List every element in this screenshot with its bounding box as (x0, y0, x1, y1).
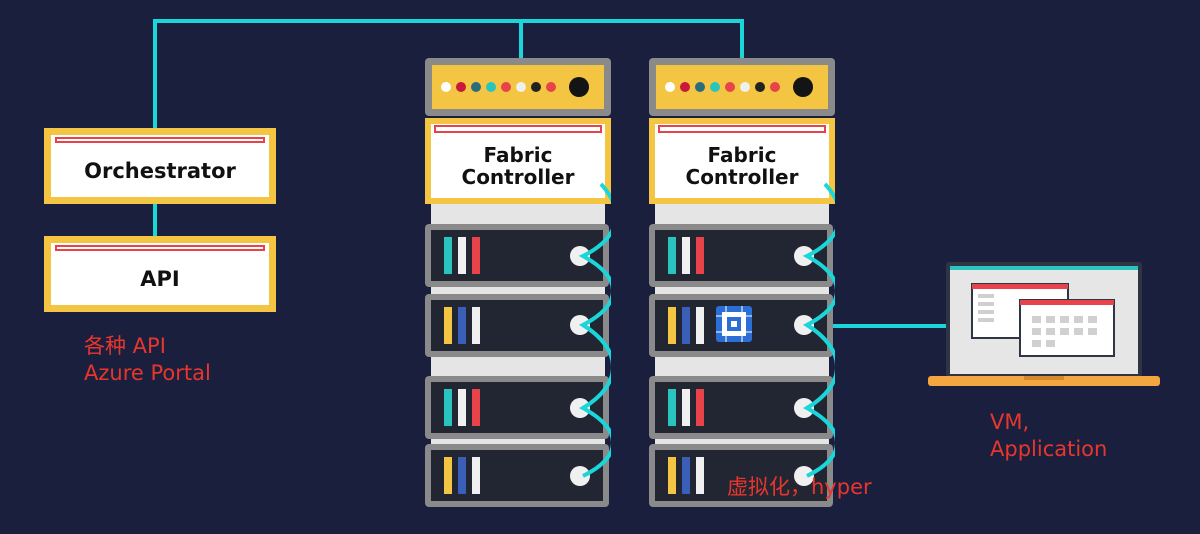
vm-note-line2: Application (990, 437, 1108, 461)
rack-2-controller-label: Fabric Controller (655, 134, 829, 198)
rack-1-controller-line2: Controller (461, 165, 575, 189)
orchestrator-box: Orchestrator (44, 128, 276, 204)
rack-2-status-unit (649, 58, 835, 116)
rack-1-controller-line1: Fabric (483, 143, 553, 167)
api-header-bar (55, 245, 265, 251)
rack-2-server-1 (649, 224, 833, 287)
virtualization-note: 虚拟化，hyper (727, 475, 872, 499)
cpu-chip-icon (716, 306, 752, 342)
rack-2-cable (802, 182, 835, 478)
rack-2-controller-line2: Controller (685, 165, 799, 189)
api-note-line1: 各种 API (84, 334, 166, 358)
rack-2-graphic (649, 58, 835, 507)
rack-1-server-1 (425, 224, 609, 287)
laptop-icon (928, 262, 1160, 386)
rack-2-server-3 (649, 376, 833, 439)
rack-2-server-4 (649, 444, 833, 507)
rack-1-server-2 (425, 294, 609, 357)
rack-1-server-4 (425, 444, 609, 507)
rack-1-graphic (425, 58, 611, 507)
rack-1-controller-label: Fabric Controller (431, 134, 605, 198)
vm-note-line1: VM, (990, 410, 1030, 434)
rack-1-status-unit (425, 58, 611, 116)
rack-2-controller-line1: Fabric (707, 143, 777, 167)
top-bus-line (153, 19, 744, 128)
orchestrator-label: Orchestrator (84, 159, 236, 183)
vm-note: VM, Application (990, 409, 1107, 463)
api-note-line2: Azure Portal (84, 361, 211, 385)
rack-1-server-3 (425, 376, 609, 439)
api-label: API (140, 267, 180, 291)
rack-1-cable (578, 182, 611, 478)
orchestrator-header-bar (55, 137, 265, 143)
server-rack-1: Fabric Controller (425, 58, 611, 508)
api-box: API (44, 236, 276, 312)
server-rack-2: Fabric Controller (649, 58, 835, 508)
api-note: 各种 API Azure Portal (84, 333, 211, 387)
